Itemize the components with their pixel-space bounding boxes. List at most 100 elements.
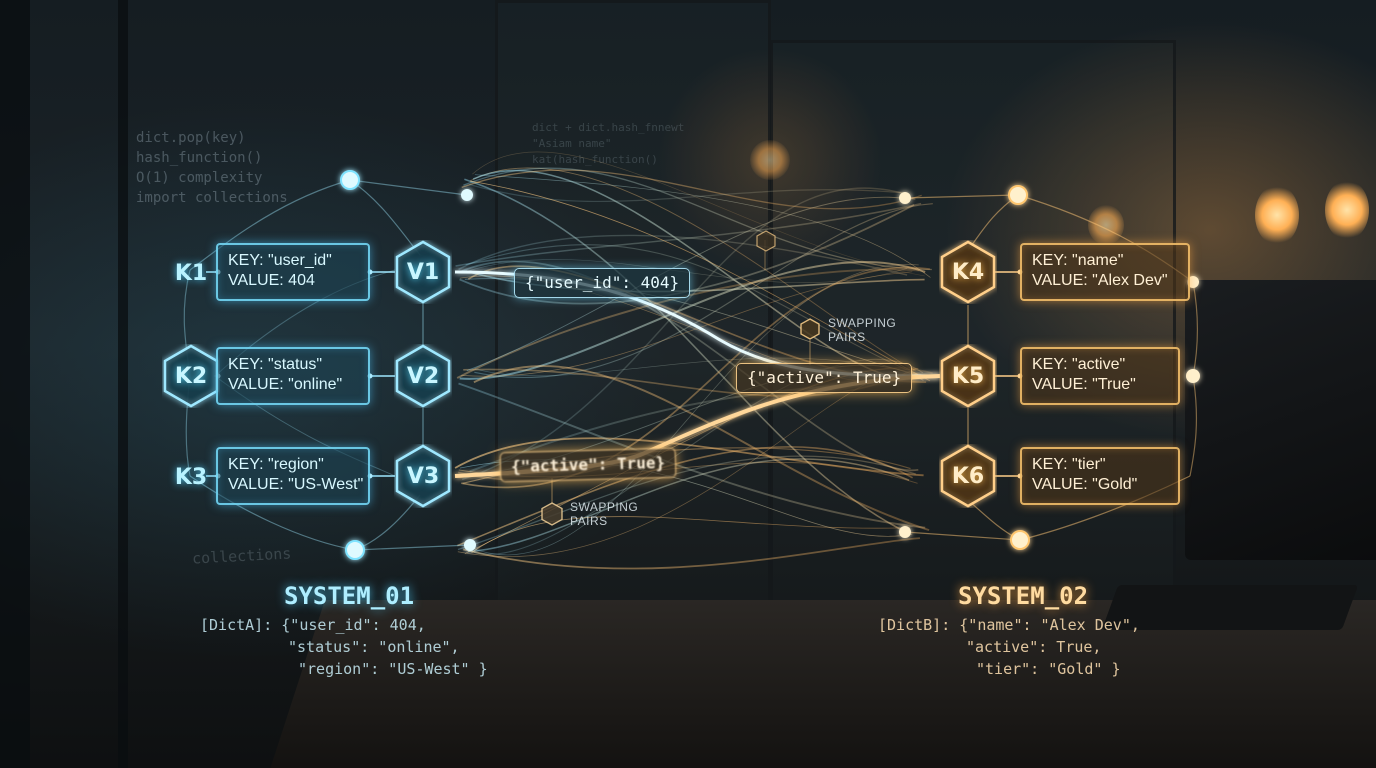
flow-line — [466, 196, 916, 372]
hexagon-icon — [940, 240, 996, 304]
wall-lamp — [1088, 205, 1124, 245]
junction-node — [1187, 276, 1199, 288]
key-label: K4 — [951, 259, 985, 285]
entry-key: KEY: "status" — [228, 356, 323, 373]
system-01-title: SYSTEM_01 — [284, 582, 415, 610]
junction-node — [345, 540, 365, 560]
flow-line — [469, 183, 909, 203]
flow-line — [458, 382, 926, 529]
flow-line — [461, 169, 922, 210]
flow-line — [455, 202, 922, 267]
flow-line — [474, 174, 931, 278]
flow-line — [470, 167, 916, 371]
transfer-pill-user-id: {"user_id": 404} — [514, 268, 691, 298]
hexagon-icon — [395, 344, 451, 408]
entry-box-status: KEY: "status" VALUE: "online" — [216, 347, 370, 405]
hexagon-icon — [395, 444, 451, 508]
key-hex-k2: K2 — [162, 344, 220, 408]
background-window — [495, 0, 771, 646]
flow-line — [461, 266, 930, 489]
hexagon-icon — [940, 444, 996, 508]
hexagon-icon — [940, 344, 996, 408]
hexagon-icon — [395, 240, 451, 304]
value-hex-v1: V1 — [394, 240, 452, 304]
background-pillar — [0, 0, 30, 768]
entry-value: VALUE: "Gold" — [1032, 476, 1138, 493]
entry-value: VALUE: "online" — [228, 376, 343, 393]
wall-lamp — [1255, 185, 1299, 245]
key-hex-k4: K4 — [939, 240, 997, 304]
junction-node — [340, 170, 360, 190]
key-label: K5 — [951, 363, 985, 389]
junction-node — [461, 189, 473, 201]
background-pillar — [118, 0, 128, 768]
entry-key: KEY: "name" — [1032, 252, 1124, 269]
entry-key: KEY: "active" — [1032, 356, 1126, 373]
junction-nodes — [340, 170, 1200, 560]
wall-lamp — [1325, 180, 1369, 240]
key-hex-k6: K6 — [939, 444, 997, 508]
flow-line — [465, 244, 922, 377]
system-02-title: SYSTEM_02 — [958, 582, 1089, 610]
flow-line — [461, 271, 913, 377]
entry-box-name: KEY: "name" VALUE: "Alex Dev" — [1020, 243, 1190, 301]
entry-value: VALUE: "True" — [1032, 376, 1136, 393]
swapping-pairs-label: SWAPPING PAIRS — [828, 316, 897, 344]
flow-line — [463, 537, 920, 570]
background-code-center: dict + dict.hash_fnnewt"Asiam name"kat(h… — [532, 121, 685, 166]
mini-hexagon-icon — [800, 318, 820, 340]
flow-line — [461, 187, 908, 481]
key-hex-k5: K5 — [939, 344, 997, 408]
junction-node — [464, 539, 476, 551]
dict-a-text: [DictA]: {"user_id": 404, "status": "onl… — [200, 616, 488, 678]
entry-value: VALUE: "US-West" — [228, 476, 364, 493]
flow-line — [473, 365, 930, 532]
entry-value: VALUE: 404 — [228, 272, 315, 289]
entry-value: VALUE: "Alex Dev" — [1032, 272, 1168, 289]
junction-node — [1010, 530, 1030, 550]
flow-lines — [454, 151, 941, 570]
flow-line — [473, 358, 924, 555]
key-label: K2 — [174, 363, 208, 389]
flow-line — [457, 446, 913, 547]
background-code-left: dict.pop(key)hash_function()O(1) complex… — [136, 130, 288, 206]
key-badge-k3: K3 — [174, 464, 208, 490]
entry-box-active: KEY: "active" VALUE: "True" — [1020, 347, 1180, 405]
transfer-pill-active-moving: {"active": True} — [499, 447, 677, 483]
dict-b-text: [DictB]: {"name": "Alex Dev", "active": … — [878, 616, 1140, 678]
flow-line — [459, 204, 915, 305]
swapping-pairs-label: SWAPPING PAIRS — [570, 500, 639, 528]
flow-line — [471, 516, 911, 553]
junction-node — [1186, 369, 1200, 383]
mini-hexagon-icon — [541, 502, 563, 526]
flow-line — [468, 458, 910, 553]
junction-node — [899, 192, 911, 204]
entry-box-region: KEY: "region" VALUE: "US-West" — [216, 447, 370, 505]
flow-line — [463, 167, 932, 271]
value-label: V1 — [406, 259, 440, 285]
entry-key: KEY: "region" — [228, 456, 324, 473]
entry-box-user-id: KEY: "user_id" VALUE: 404 — [216, 243, 370, 301]
entry-key: KEY: "tier" — [1032, 456, 1106, 473]
transfer-pill-active: {"active": True} — [736, 363, 913, 393]
entry-key: KEY: "user_id" — [228, 252, 332, 269]
junction-node — [1008, 185, 1028, 205]
flow-line — [464, 178, 910, 535]
value-label: V3 — [406, 463, 440, 489]
value-label: V2 — [406, 363, 440, 389]
monitor — [1185, 280, 1376, 560]
value-hex-v3: V3 — [394, 444, 452, 508]
key-badge-k1: K1 — [174, 260, 208, 286]
entry-box-tier: KEY: "tier" VALUE: "Gold" — [1020, 447, 1180, 505]
value-hex-v2: V2 — [394, 344, 452, 408]
flow-line — [469, 264, 919, 556]
junction-node — [899, 526, 911, 538]
key-label: K6 — [951, 463, 985, 489]
flow-line — [469, 180, 931, 382]
flow-line — [458, 234, 908, 276]
flow-line — [472, 151, 925, 277]
frame-lines — [183, 179, 1199, 551]
ceiling-light — [750, 140, 790, 180]
mini-hexagon-icon — [756, 230, 776, 252]
